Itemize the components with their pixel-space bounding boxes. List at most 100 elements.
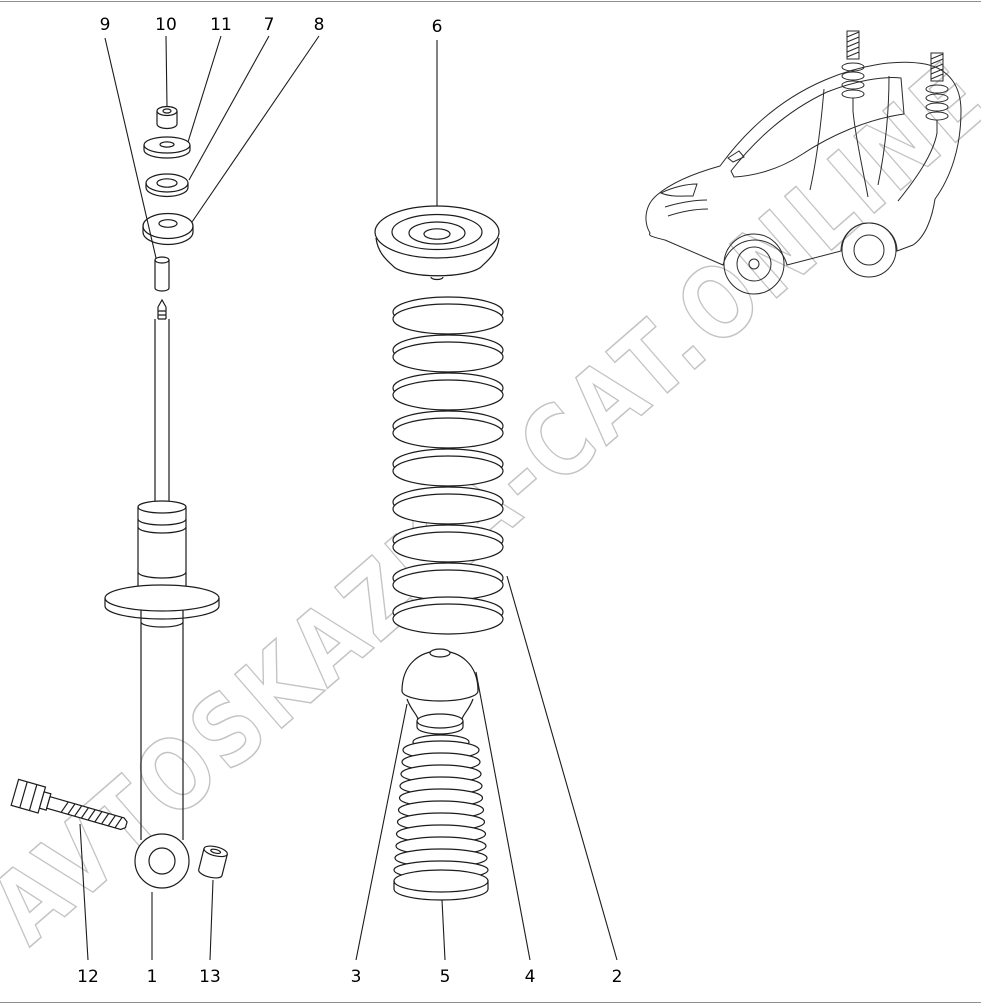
callout-6: 6 [432, 17, 443, 37]
car-grille [664, 199, 709, 217]
spring-collar-rim [104, 598, 220, 620]
bushing-hole [210, 848, 222, 855]
leader-line-9 [104, 37, 157, 259]
boot-bottom [393, 869, 489, 893]
callout-10: 10 [155, 15, 177, 35]
leader-line-7 [188, 35, 270, 181]
eyelet-hole [148, 847, 176, 875]
washer-rim [143, 145, 191, 159]
spring-coil [392, 455, 504, 487]
leader-line-13 [209, 879, 214, 961]
washer-face [145, 173, 189, 193]
car-front-wheel-hub [748, 258, 760, 270]
callout-1: 1 [147, 967, 158, 987]
bolt-threads [60, 801, 123, 829]
seat-ring-inner [408, 221, 466, 245]
bump-stop-flange [416, 713, 464, 729]
car-window [730, 77, 905, 178]
leader-line-4 [475, 671, 531, 961]
car-front-wheel-rim [736, 246, 772, 282]
nut-hole [162, 108, 172, 114]
callout-9: 9 [100, 15, 111, 35]
spring-coil [392, 531, 504, 563]
car-sketch [645, 30, 962, 295]
marker-spring-coil [841, 80, 865, 90]
car-shock-marker-left [841, 30, 869, 198]
part-bushing-13 [198, 845, 228, 879]
car-door-seam-front [809, 88, 825, 191]
car-front-wheel [723, 233, 785, 295]
bushing-body [198, 848, 228, 879]
bump-stop-waist [406, 698, 474, 720]
seat-hole [423, 228, 451, 240]
bolt-head-facets [19, 781, 38, 811]
marker-rod [930, 52, 944, 82]
marker-rod [846, 30, 860, 60]
part-washer-11 [143, 136, 191, 159]
leader-lines [79, 35, 618, 961]
part-spacer-9 [154, 256, 170, 292]
lower-tube [140, 610, 184, 840]
washer-hole [159, 141, 175, 148]
callout-5: 5 [440, 967, 451, 987]
spacer-top [154, 256, 170, 264]
callout-12: 12 [77, 967, 99, 987]
bump-stop-cap [429, 648, 451, 658]
upper-body [137, 507, 187, 598]
callout-3: 3 [351, 967, 362, 987]
callout-4: 4 [525, 967, 536, 987]
spring-coil [392, 379, 504, 411]
marker-spring-coil [841, 89, 865, 99]
leader-line-12 [79, 823, 89, 961]
spacer-body [154, 260, 170, 292]
car-body-outline [645, 61, 962, 266]
spring-coil [392, 417, 504, 449]
marker-pointer [897, 120, 938, 202]
leader-line-11 [187, 35, 222, 143]
part-bushing-8 [142, 212, 194, 246]
bushing-top [203, 845, 228, 858]
marker-spring-coil [925, 84, 949, 94]
marker-pointer [852, 98, 869, 198]
bolt-collar [38, 791, 52, 811]
bushing-rim [142, 226, 194, 246]
part-hardware-stack [142, 105, 194, 292]
leader-line-10 [165, 35, 168, 108]
washer-face [143, 136, 191, 154]
callout-13: 13 [199, 967, 221, 987]
part-coil-spring-2 [392, 296, 504, 635]
seat-outer [374, 205, 500, 259]
leader-line-5 [441, 899, 446, 961]
seat-tab [430, 276, 444, 281]
car-door-seam-rear [877, 75, 890, 186]
body-rings [137, 518, 187, 579]
part-bolt-12 [10, 778, 128, 831]
car-headlight [659, 183, 698, 197]
car-shock-marker-right [897, 52, 949, 202]
callout-11: 11 [210, 15, 232, 35]
part-shock-absorber-1 [104, 298, 220, 889]
leader-line-2 [506, 575, 618, 961]
leader-line-3 [355, 703, 408, 961]
spring-coil [392, 493, 504, 525]
spring-coil [392, 341, 504, 373]
spring-coil [392, 303, 504, 335]
bump-stop-flange-rim [416, 721, 464, 735]
spring-coil [392, 569, 504, 601]
callout-7: 7 [264, 15, 275, 35]
part-washer-7 [145, 173, 189, 198]
marker-spring-coil [841, 71, 865, 81]
marker-spring-coil [925, 93, 949, 103]
body-cap [137, 500, 187, 514]
washer-inner-ring [156, 178, 178, 188]
nut-body [156, 111, 178, 130]
seat-skirt [375, 237, 500, 277]
spring-collar [104, 584, 220, 612]
part-spring-seat-6 [374, 205, 500, 281]
car-rear-wheel-rim [853, 234, 885, 266]
washer-rim [145, 183, 189, 198]
car-mirror [727, 150, 745, 163]
callout-labels: 9 10 11 7 8 6 12 1 13 3 5 4 2 [77, 15, 622, 987]
callout-8: 8 [314, 15, 325, 35]
